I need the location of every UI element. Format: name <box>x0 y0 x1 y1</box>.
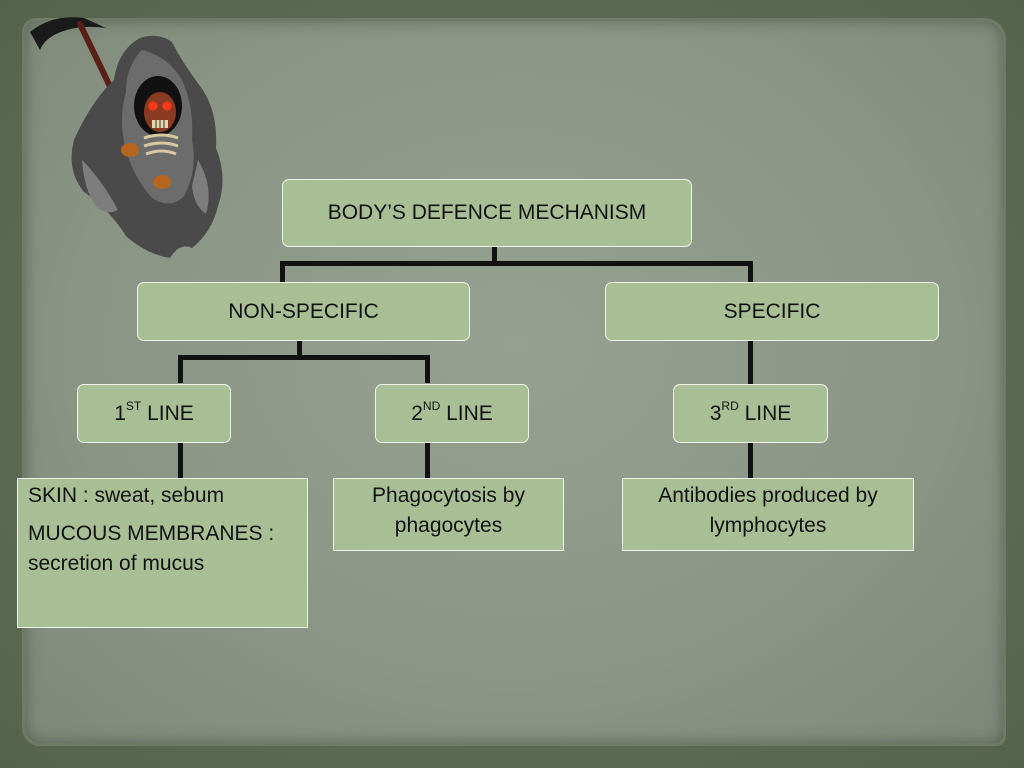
connector-nonspecific-down <box>297 340 302 358</box>
grim-reaper-icon <box>30 17 223 258</box>
root-node-label: BODY’S DEFENCE MECHANISM <box>327 201 647 224</box>
node-first-line: 1ST LINE <box>77 384 231 443</box>
connector-nonspecific-lines <box>178 355 430 360</box>
connector-root-down <box>492 246 497 264</box>
node-specific-label: SPECIFIC <box>723 299 821 323</box>
node-second-line-label: 2ND LINE <box>411 399 493 425</box>
node-non-specific-label: NON-SPECIFIC <box>228 299 379 323</box>
connector-root-branches <box>280 261 753 266</box>
node-third-line: 3RD LINE <box>673 384 828 443</box>
detail-first-line: SKIN : sweat, sebum MUCOUS MEMBRANES : s… <box>17 478 308 628</box>
connector-first-to-detail <box>178 442 183 478</box>
connector-second-to-detail <box>425 442 430 478</box>
connector-to-specific <box>748 261 753 282</box>
detail-third-line: Antibodies produced by lymphocytes <box>622 478 914 551</box>
node-specific: SPECIFIC <box>605 282 939 341</box>
detail-mucous-membranes: MUCOUS MEMBRANES : secretion of mucus <box>28 522 275 575</box>
detail-antibodies: Antibodies produced by lymphocytes <box>658 484 878 537</box>
detail-skin: SKIN : sweat, sebum <box>28 484 225 507</box>
connector-to-first-line <box>178 355 183 383</box>
node-third-line-label: 3RD LINE <box>709 399 792 425</box>
detail-second-line: Phagocytosis by phagocytes <box>333 478 564 551</box>
node-first-line-label: 1ST LINE <box>114 399 194 425</box>
connector-third-to-detail <box>748 442 753 478</box>
root-node: BODY’S DEFENCE MECHANISM <box>282 179 692 247</box>
node-non-specific: NON-SPECIFIC <box>137 282 470 341</box>
connector-to-nonspecific <box>280 261 285 282</box>
detail-phagocytosis: Phagocytosis by phagocytes <box>372 484 525 537</box>
node-second-line: 2ND LINE <box>375 384 529 443</box>
connector-to-second-line <box>425 355 430 383</box>
connector-specific-to-third <box>748 340 753 384</box>
